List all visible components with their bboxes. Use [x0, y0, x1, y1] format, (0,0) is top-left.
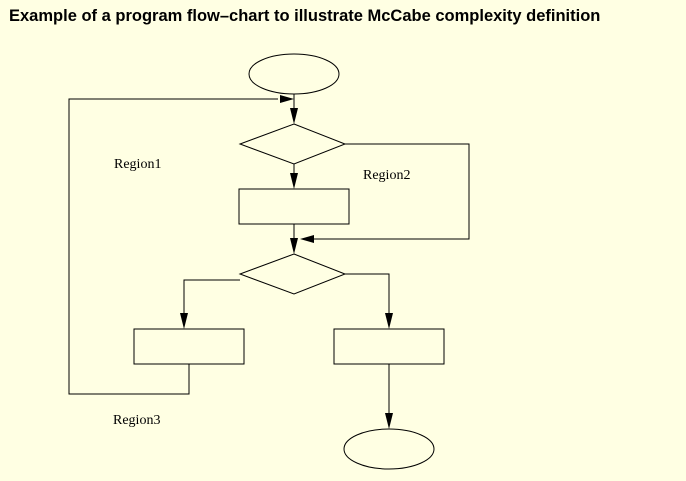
edge-start-to-decision1: [290, 94, 298, 124]
process-node-right: [333, 328, 445, 365]
region3-label: Region3: [113, 413, 160, 428]
region1-label: Region1: [114, 157, 161, 172]
process-node-left: [133, 328, 245, 365]
decision-node-2: [238, 253, 347, 295]
region2-label: Region2: [363, 168, 410, 183]
decision-node-1: [238, 123, 347, 165]
start-node: [248, 53, 340, 95]
edge-decision2-to-left-process: [180, 279, 240, 329]
edge-right-process-to-end: [385, 364, 393, 429]
process-node-1: [238, 188, 350, 225]
end-node: [343, 428, 435, 470]
edge-process1-to-decision2: [290, 224, 298, 254]
diagram-title: Example of a program flow–chart to illus…: [9, 7, 601, 25]
edge-decision2-to-right-process: [345, 273, 393, 329]
edge-decision1-to-decision2: [300, 143, 470, 243]
edge-loop-back: [68, 95, 294, 395]
edge-decision1-to-process1: [290, 164, 298, 189]
